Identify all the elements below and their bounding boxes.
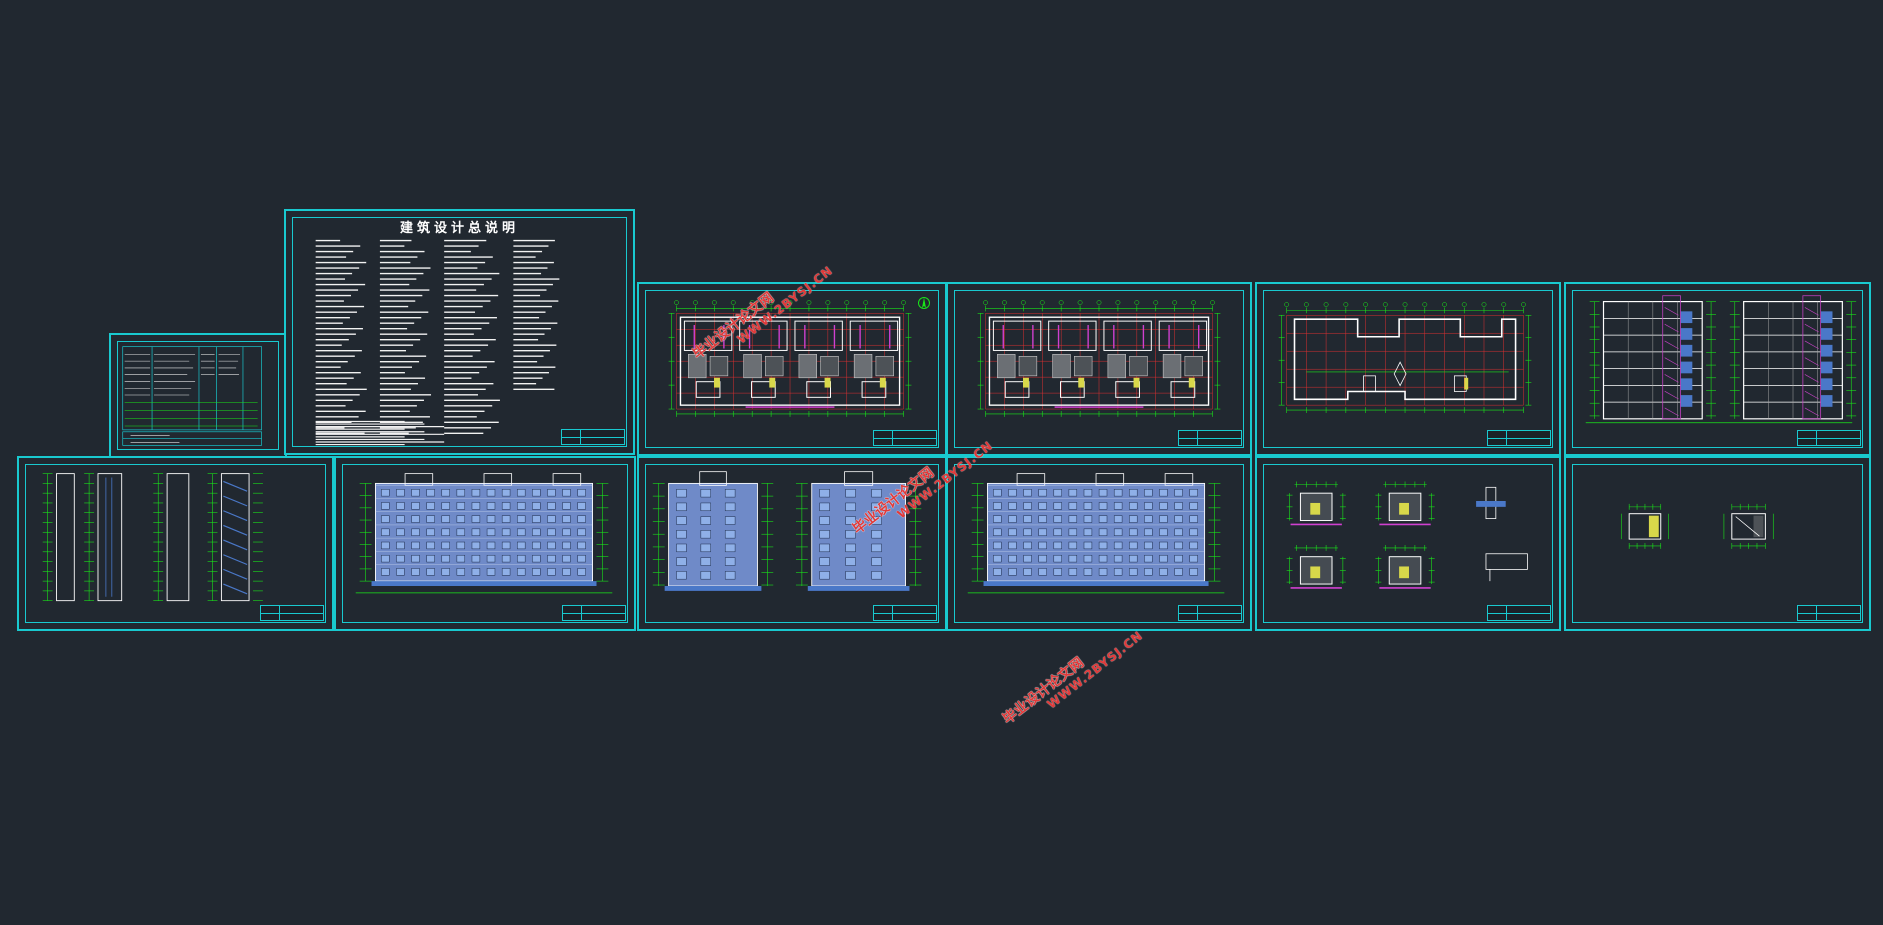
sheet-border: [645, 290, 939, 448]
watermark: 毕业设计论文网 WWW.2BYSJ.CN: [1000, 616, 1146, 739]
sheet-unit-details[interactable]: [1255, 456, 1561, 631]
title-block: [1178, 430, 1242, 446]
sheet-border: [342, 464, 628, 623]
sheet-border: [25, 464, 326, 623]
sheet-drawing-index[interactable]: [109, 333, 287, 458]
sheet-border: [1263, 290, 1553, 448]
sheet-border: [1572, 464, 1863, 623]
title-block: [1487, 605, 1551, 621]
sheet-elevation-1[interactable]: [334, 456, 636, 631]
unit-detail-drawing: [1286, 481, 1528, 589]
title-block: [1487, 430, 1551, 446]
sheet-border: [1572, 290, 1863, 448]
sheet-floor-plan-1[interactable]: [637, 282, 947, 456]
sheet-elevation-2[interactable]: [946, 456, 1252, 631]
sheet-node-details[interactable]: [1564, 456, 1871, 631]
sheet-border: [292, 217, 627, 447]
title-block: [562, 605, 626, 621]
roof-plan-drawing: [1278, 302, 1532, 413]
title-block: [1797, 605, 1861, 621]
sheet-wall-sections[interactable]: [17, 456, 334, 631]
title-block: [873, 605, 937, 621]
sheet-border: [954, 290, 1244, 448]
notes-text-block: [315, 239, 560, 446]
drawing-index-table: [122, 346, 262, 446]
elevation-drawing: [967, 473, 1225, 594]
north-arrow-icon: [918, 297, 930, 309]
title-block: [873, 430, 937, 446]
floor-plan-drawing: [977, 300, 1221, 417]
sheet-floor-plan-2[interactable]: [946, 282, 1252, 456]
sheet-general-notes[interactable]: 建筑设计总说明: [284, 209, 635, 455]
side-elevation-drawing: [652, 471, 922, 591]
title-block: [1178, 605, 1242, 621]
wall-section-drawing: [42, 473, 263, 602]
sheet-border: [954, 464, 1244, 623]
stair-section-drawing: [1585, 295, 1857, 424]
title-block: [1797, 430, 1861, 446]
sheet-side-elevations[interactable]: [637, 456, 947, 631]
sheet-border: [117, 341, 279, 450]
sheet-border: [645, 464, 939, 623]
node-detail-drawing: [1620, 503, 1774, 549]
title-block: [260, 605, 324, 621]
floor-plan-drawing: [668, 300, 912, 417]
sheet-stair-sections[interactable]: [1564, 282, 1871, 456]
watermark-site-name: 毕业设计论文网: [1000, 654, 1088, 728]
sheet-roof-plan[interactable]: [1255, 282, 1561, 456]
title-block: [561, 429, 625, 445]
elevation-drawing: [355, 473, 613, 594]
sheet-border: [1263, 464, 1553, 623]
sheet-title: 建筑设计总说明: [399, 221, 519, 236]
